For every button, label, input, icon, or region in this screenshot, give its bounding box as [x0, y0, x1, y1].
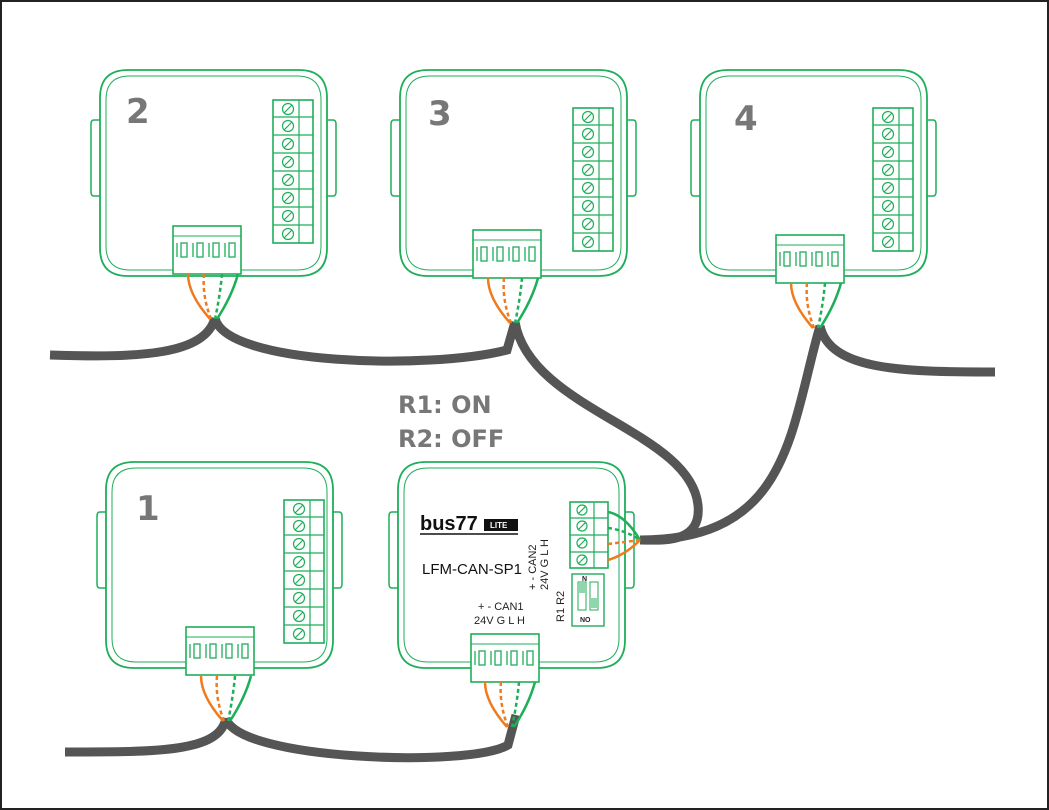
splitter-module: N NO 24V G L H + - CAN2 R1 R2 + - CAN1 2… — [388, 461, 635, 683]
can2-terminal — [569, 501, 609, 569]
can2-pins: 24V G L H — [539, 539, 551, 590]
wires-splitter-can2 — [607, 510, 642, 562]
wires-device-3 — [486, 276, 540, 325]
can1-pins: 24V G L H — [474, 615, 525, 627]
cable-top — [49, 316, 996, 545]
device-1: 1 — [96, 461, 343, 676]
wires-device-4 — [789, 281, 843, 330]
svg-text:LITE: LITE — [490, 521, 508, 530]
r1-setting: R1: ON — [398, 391, 492, 419]
brand-logo: bus77 LITE — [420, 513, 518, 535]
wires-device-1 — [199, 674, 253, 723]
can1-title: + - CAN1 — [478, 601, 524, 613]
r2-setting: R2: OFF — [398, 425, 504, 453]
device-4: 4 — [690, 69, 937, 284]
device-number: 3 — [428, 94, 452, 134]
device-number: 2 — [126, 92, 150, 132]
can2-title: + - CAN2 — [527, 544, 539, 590]
cable-bottom — [64, 713, 521, 763]
svg-text:bus77: bus77 — [420, 513, 478, 535]
wires-device-2 — [186, 272, 240, 321]
switch-no-label: NO — [580, 617, 591, 624]
device-number: 4 — [734, 99, 758, 139]
switch-on-label: N — [582, 576, 587, 583]
device-number: 1 — [136, 489, 160, 529]
dip-switch[interactable]: N NO — [571, 573, 605, 627]
device-2: 2 — [90, 69, 337, 277]
switch-labels: R1 R2 — [555, 591, 567, 622]
model-name: LFM-CAN-SP1 — [422, 561, 522, 578]
device-3: 3 — [390, 69, 637, 279]
